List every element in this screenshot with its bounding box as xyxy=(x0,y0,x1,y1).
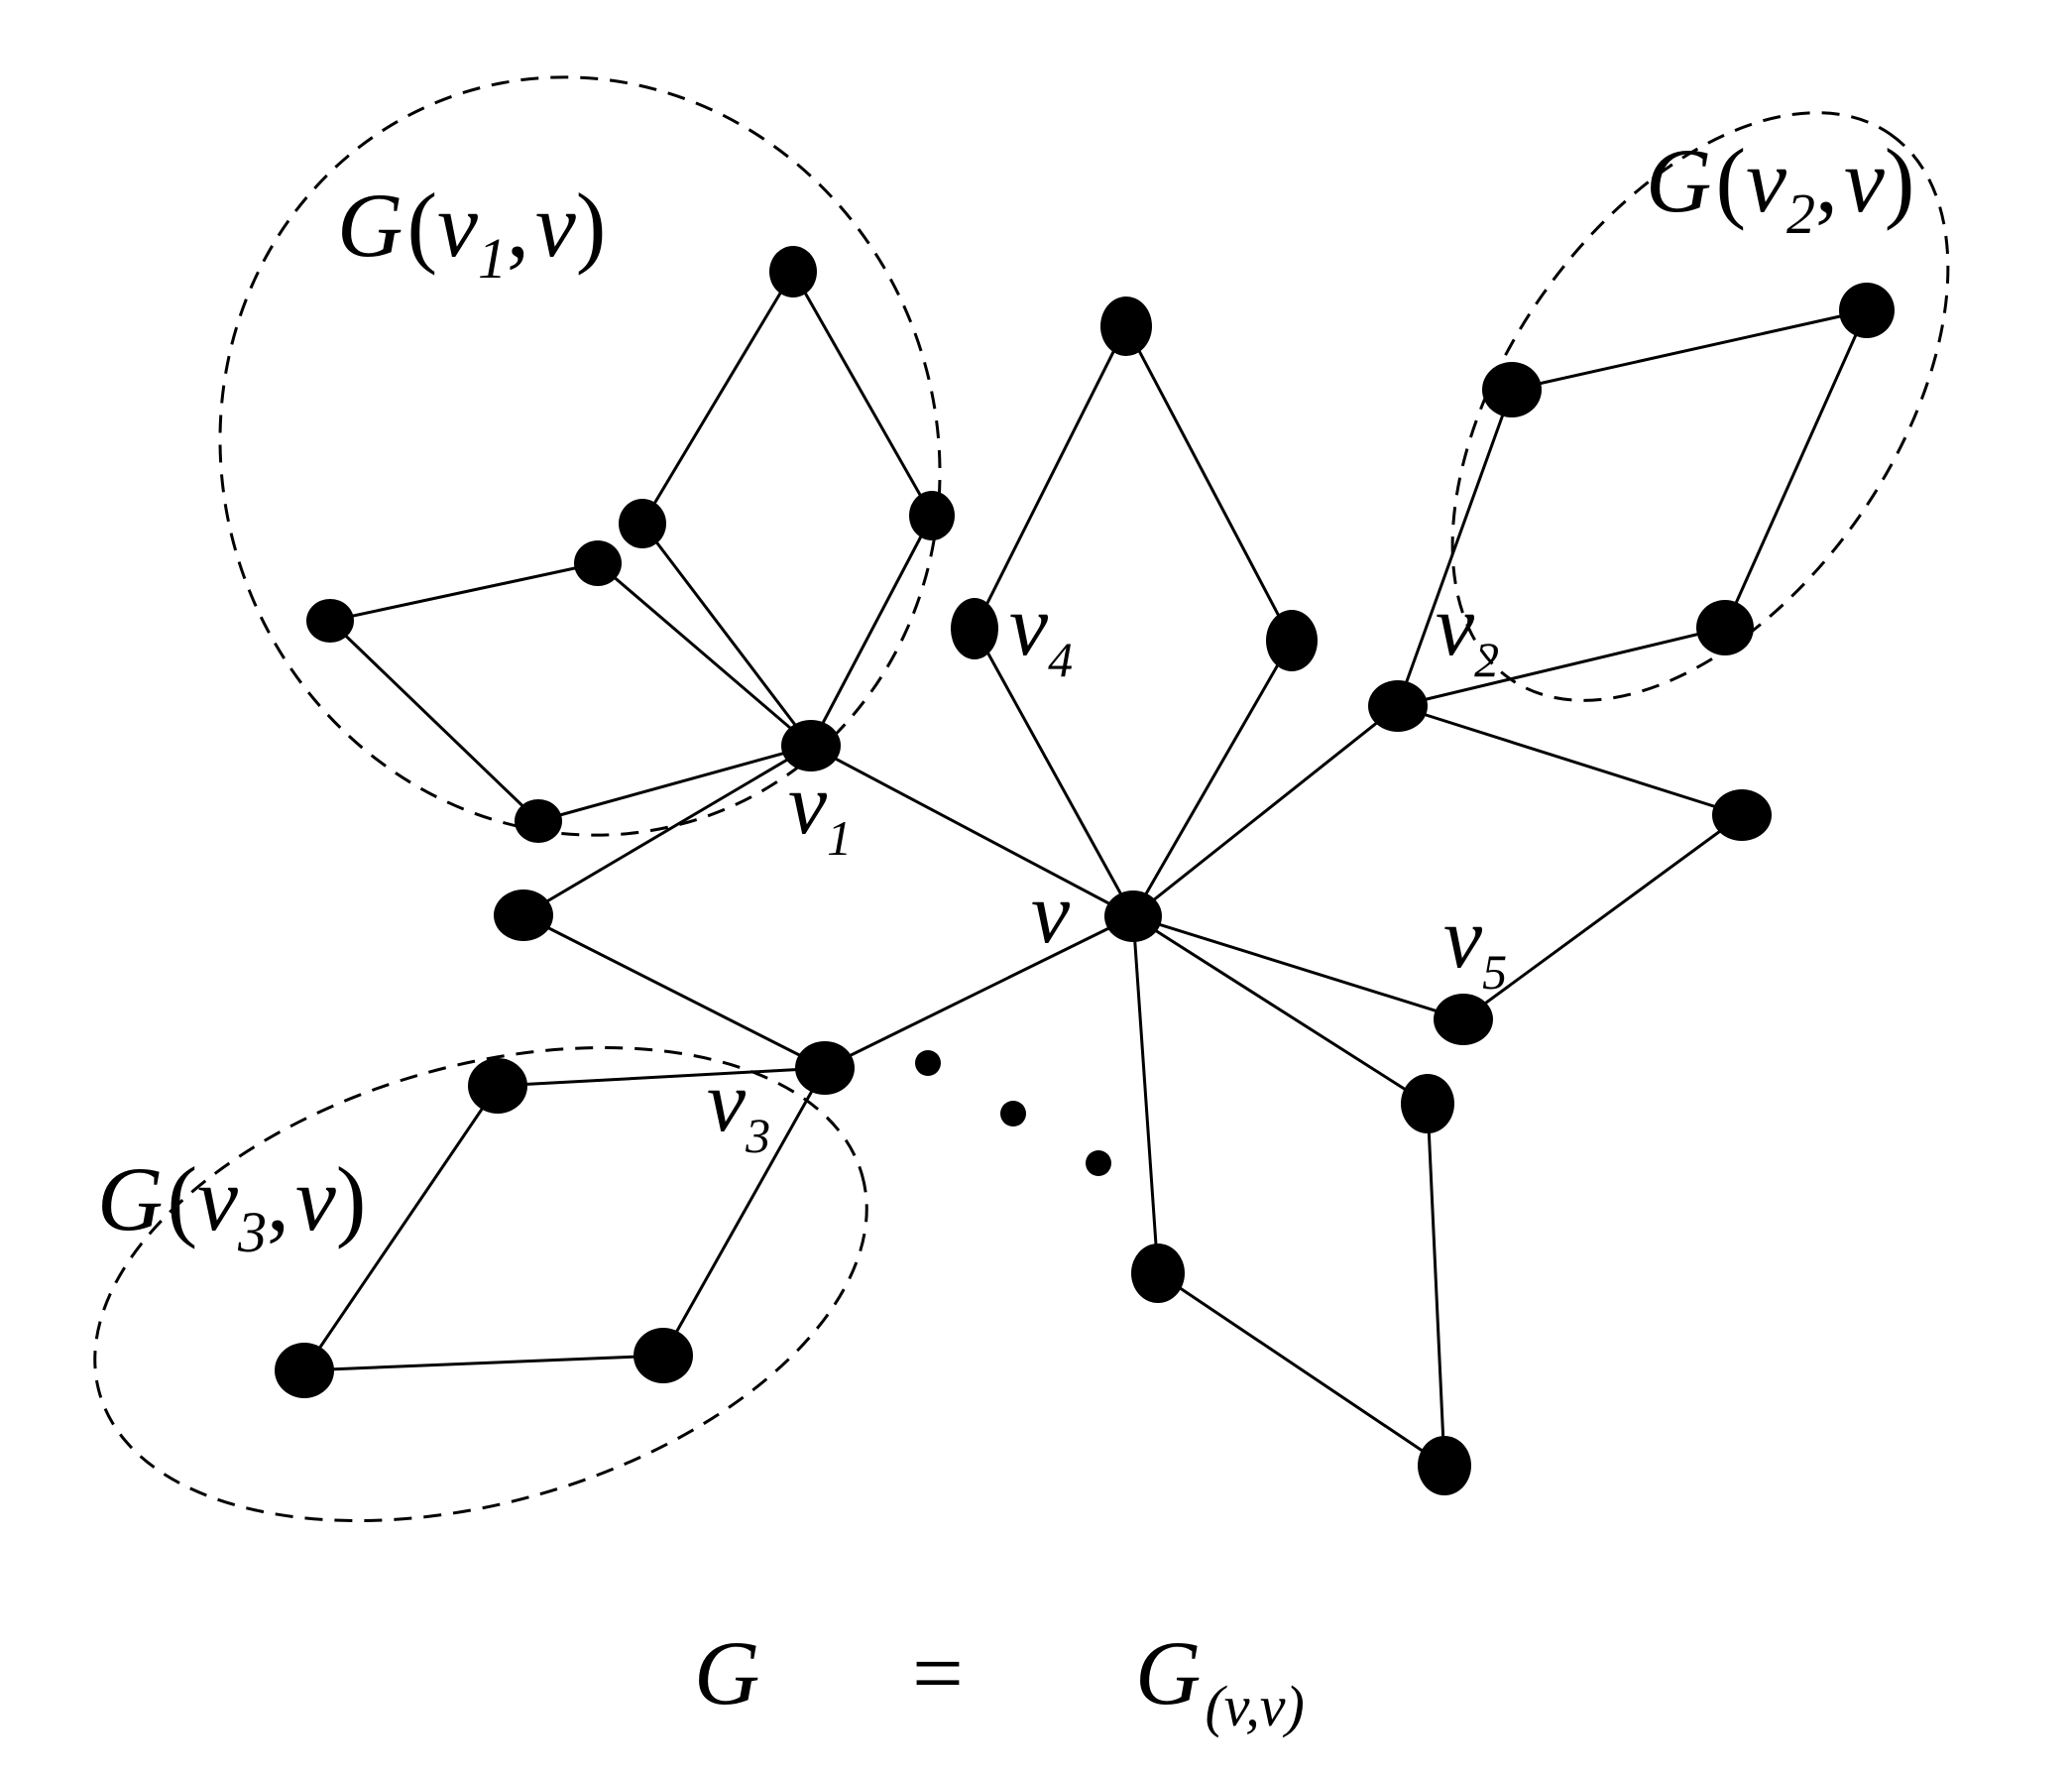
ellipsis xyxy=(915,1050,1111,1176)
vertex xyxy=(1100,296,1152,356)
label-g-v3-v: G(v3,v) xyxy=(97,1148,366,1264)
ellipsis-dot xyxy=(1086,1150,1111,1176)
edge xyxy=(973,325,1128,630)
vertex xyxy=(619,499,666,548)
edge xyxy=(302,1085,500,1371)
vertex xyxy=(1839,283,1895,338)
subgraph-regions xyxy=(93,75,1950,1522)
vertex-v4 xyxy=(951,598,998,659)
edge xyxy=(537,744,812,823)
edge xyxy=(329,561,599,623)
edge xyxy=(1511,308,1868,392)
vertex-v3 xyxy=(795,1041,855,1095)
edge xyxy=(497,1066,826,1088)
edge xyxy=(1396,389,1514,707)
vertex xyxy=(769,246,817,297)
edge xyxy=(1131,915,1160,1274)
vertex xyxy=(515,799,562,843)
label-v4: v4 xyxy=(1009,578,1073,687)
equation-lhs: G xyxy=(694,1622,759,1723)
edge xyxy=(640,523,813,747)
equation-equals: = xyxy=(912,1622,964,1723)
edge xyxy=(824,914,1134,1070)
edge xyxy=(1157,1271,1445,1468)
edge xyxy=(640,271,795,525)
vertex xyxy=(1266,610,1318,671)
ellipsis-dot xyxy=(1000,1101,1026,1126)
vertex xyxy=(1482,362,1542,417)
vertex xyxy=(1418,1436,1471,1495)
edge xyxy=(973,628,1135,917)
vertex-v2 xyxy=(1368,680,1428,732)
edge xyxy=(809,515,934,747)
vertex xyxy=(574,540,622,586)
vertex xyxy=(275,1343,334,1398)
edge xyxy=(810,744,1134,918)
equation-rhs: G(v,v) xyxy=(1135,1622,1305,1738)
vertex-v xyxy=(1104,890,1162,942)
label-g-v2-v: G(v2,v) xyxy=(1646,130,1914,246)
edge xyxy=(1132,914,1429,1106)
vertex xyxy=(1401,1074,1454,1133)
label-v5: v5 xyxy=(1443,890,1507,1000)
vertex xyxy=(1712,789,1772,841)
edge xyxy=(1132,704,1399,918)
edge xyxy=(597,561,812,748)
edge xyxy=(1723,309,1869,629)
vertex xyxy=(468,1058,527,1114)
edge xyxy=(328,619,540,823)
vertex-v1 xyxy=(781,720,841,771)
vertex xyxy=(633,1328,693,1383)
vertex-v5 xyxy=(1434,994,1493,1045)
edge xyxy=(1426,1103,1446,1467)
edge xyxy=(522,744,812,917)
edge xyxy=(1124,325,1294,642)
label-v: v xyxy=(1031,866,1071,962)
edge xyxy=(522,913,826,1070)
edge xyxy=(1132,914,1464,1021)
label-v1: v1 xyxy=(788,757,852,866)
graph-vertices xyxy=(275,246,1895,1495)
edge xyxy=(1462,813,1743,1021)
edge xyxy=(1397,704,1743,817)
label-v2: v2 xyxy=(1436,578,1499,687)
edge xyxy=(1397,626,1726,708)
region-g-v1-v xyxy=(218,75,942,837)
vertex xyxy=(494,889,553,941)
edge xyxy=(791,271,934,517)
graph-edges xyxy=(302,271,1869,1468)
edge xyxy=(661,1067,827,1357)
vertex xyxy=(1696,600,1754,655)
edge xyxy=(303,1354,664,1372)
vertex xyxy=(1131,1244,1185,1303)
label-v3: v3 xyxy=(707,1054,770,1163)
vertex xyxy=(306,599,354,643)
label-g-v1-v: G(v1,v) xyxy=(337,175,606,291)
edge xyxy=(1131,640,1294,917)
ellipsis-dot xyxy=(915,1050,941,1076)
region-g-v3-v xyxy=(93,1046,868,1522)
vertex xyxy=(909,491,955,540)
